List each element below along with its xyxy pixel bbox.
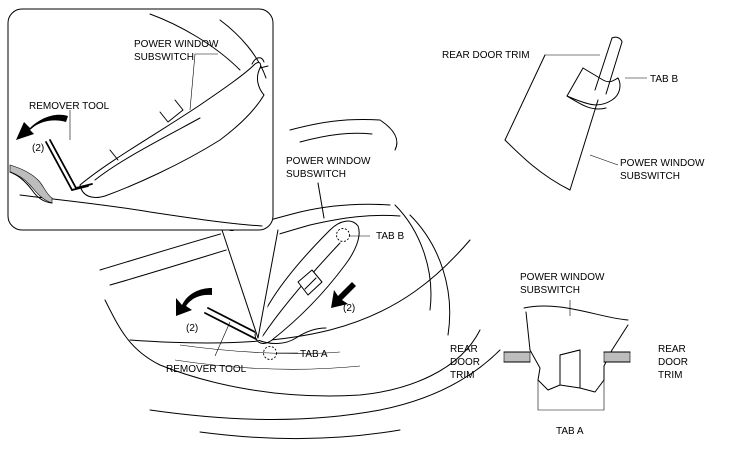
right-rdt-label-line1: REAR <box>658 344 686 355</box>
tab-a-cross-section <box>503 300 631 411</box>
main-tab-a-label: TAB A <box>300 349 328 360</box>
left-rdt-label-line1: REAR <box>450 344 478 355</box>
door-trim-illustration <box>99 119 501 439</box>
inset-pws-leader <box>189 53 218 111</box>
main-pws-label-line1: POWER WINDOW <box>286 156 371 167</box>
pry-arrow-main <box>176 288 212 316</box>
detail-inset-frame <box>7 8 274 231</box>
right-tab-b-label: TAB B <box>650 74 678 85</box>
right-pws-label-line1: POWER WINDOW <box>620 158 705 169</box>
rear-door-trim-top-label: REAR DOOR TRIM <box>442 50 530 61</box>
main-remover-tool-label: REMOVER TOOL <box>166 364 247 375</box>
main-pws-label-line2: SUBSWITCH <box>286 169 346 180</box>
pws-leader-right-top <box>589 154 619 166</box>
left-rdt-label-line2: DOOR <box>450 357 480 368</box>
push-arrow-main <box>331 282 356 308</box>
bottom-pws-label-line1: POWER WINDOW <box>520 272 605 283</box>
main-step-right-label: (2) <box>343 303 355 314</box>
inset-step-label: (2) <box>32 143 44 154</box>
right-rdt-label-line2: DOOR <box>658 357 688 368</box>
tab-a-marker <box>263 346 277 360</box>
left-rdt-label-line3: TRIM <box>450 370 474 381</box>
inset-pws-label-line2: SUBSWITCH <box>134 52 194 63</box>
tab-b-detail <box>504 36 647 191</box>
inset-drawing <box>9 13 269 227</box>
main-tab-b-label: TAB B <box>376 231 404 242</box>
inset-pws-label-line1: POWER WINDOW <box>134 39 219 50</box>
pry-arrow-inset <box>16 114 68 140</box>
main-step-left-label: (2) <box>186 323 198 334</box>
right-rdt-label-line3: TRIM <box>658 370 682 381</box>
inset-remover-tool-label: REMOVER TOOL <box>29 101 110 112</box>
bottom-pws-label-line2: SUBSWITCH <box>520 285 580 296</box>
tab-b-marker <box>336 228 350 242</box>
bottom-tab-a-label: TAB A <box>556 426 584 437</box>
right-pws-label-line2: SUBSWITCH <box>620 171 680 182</box>
remover-tool-main <box>204 307 260 357</box>
